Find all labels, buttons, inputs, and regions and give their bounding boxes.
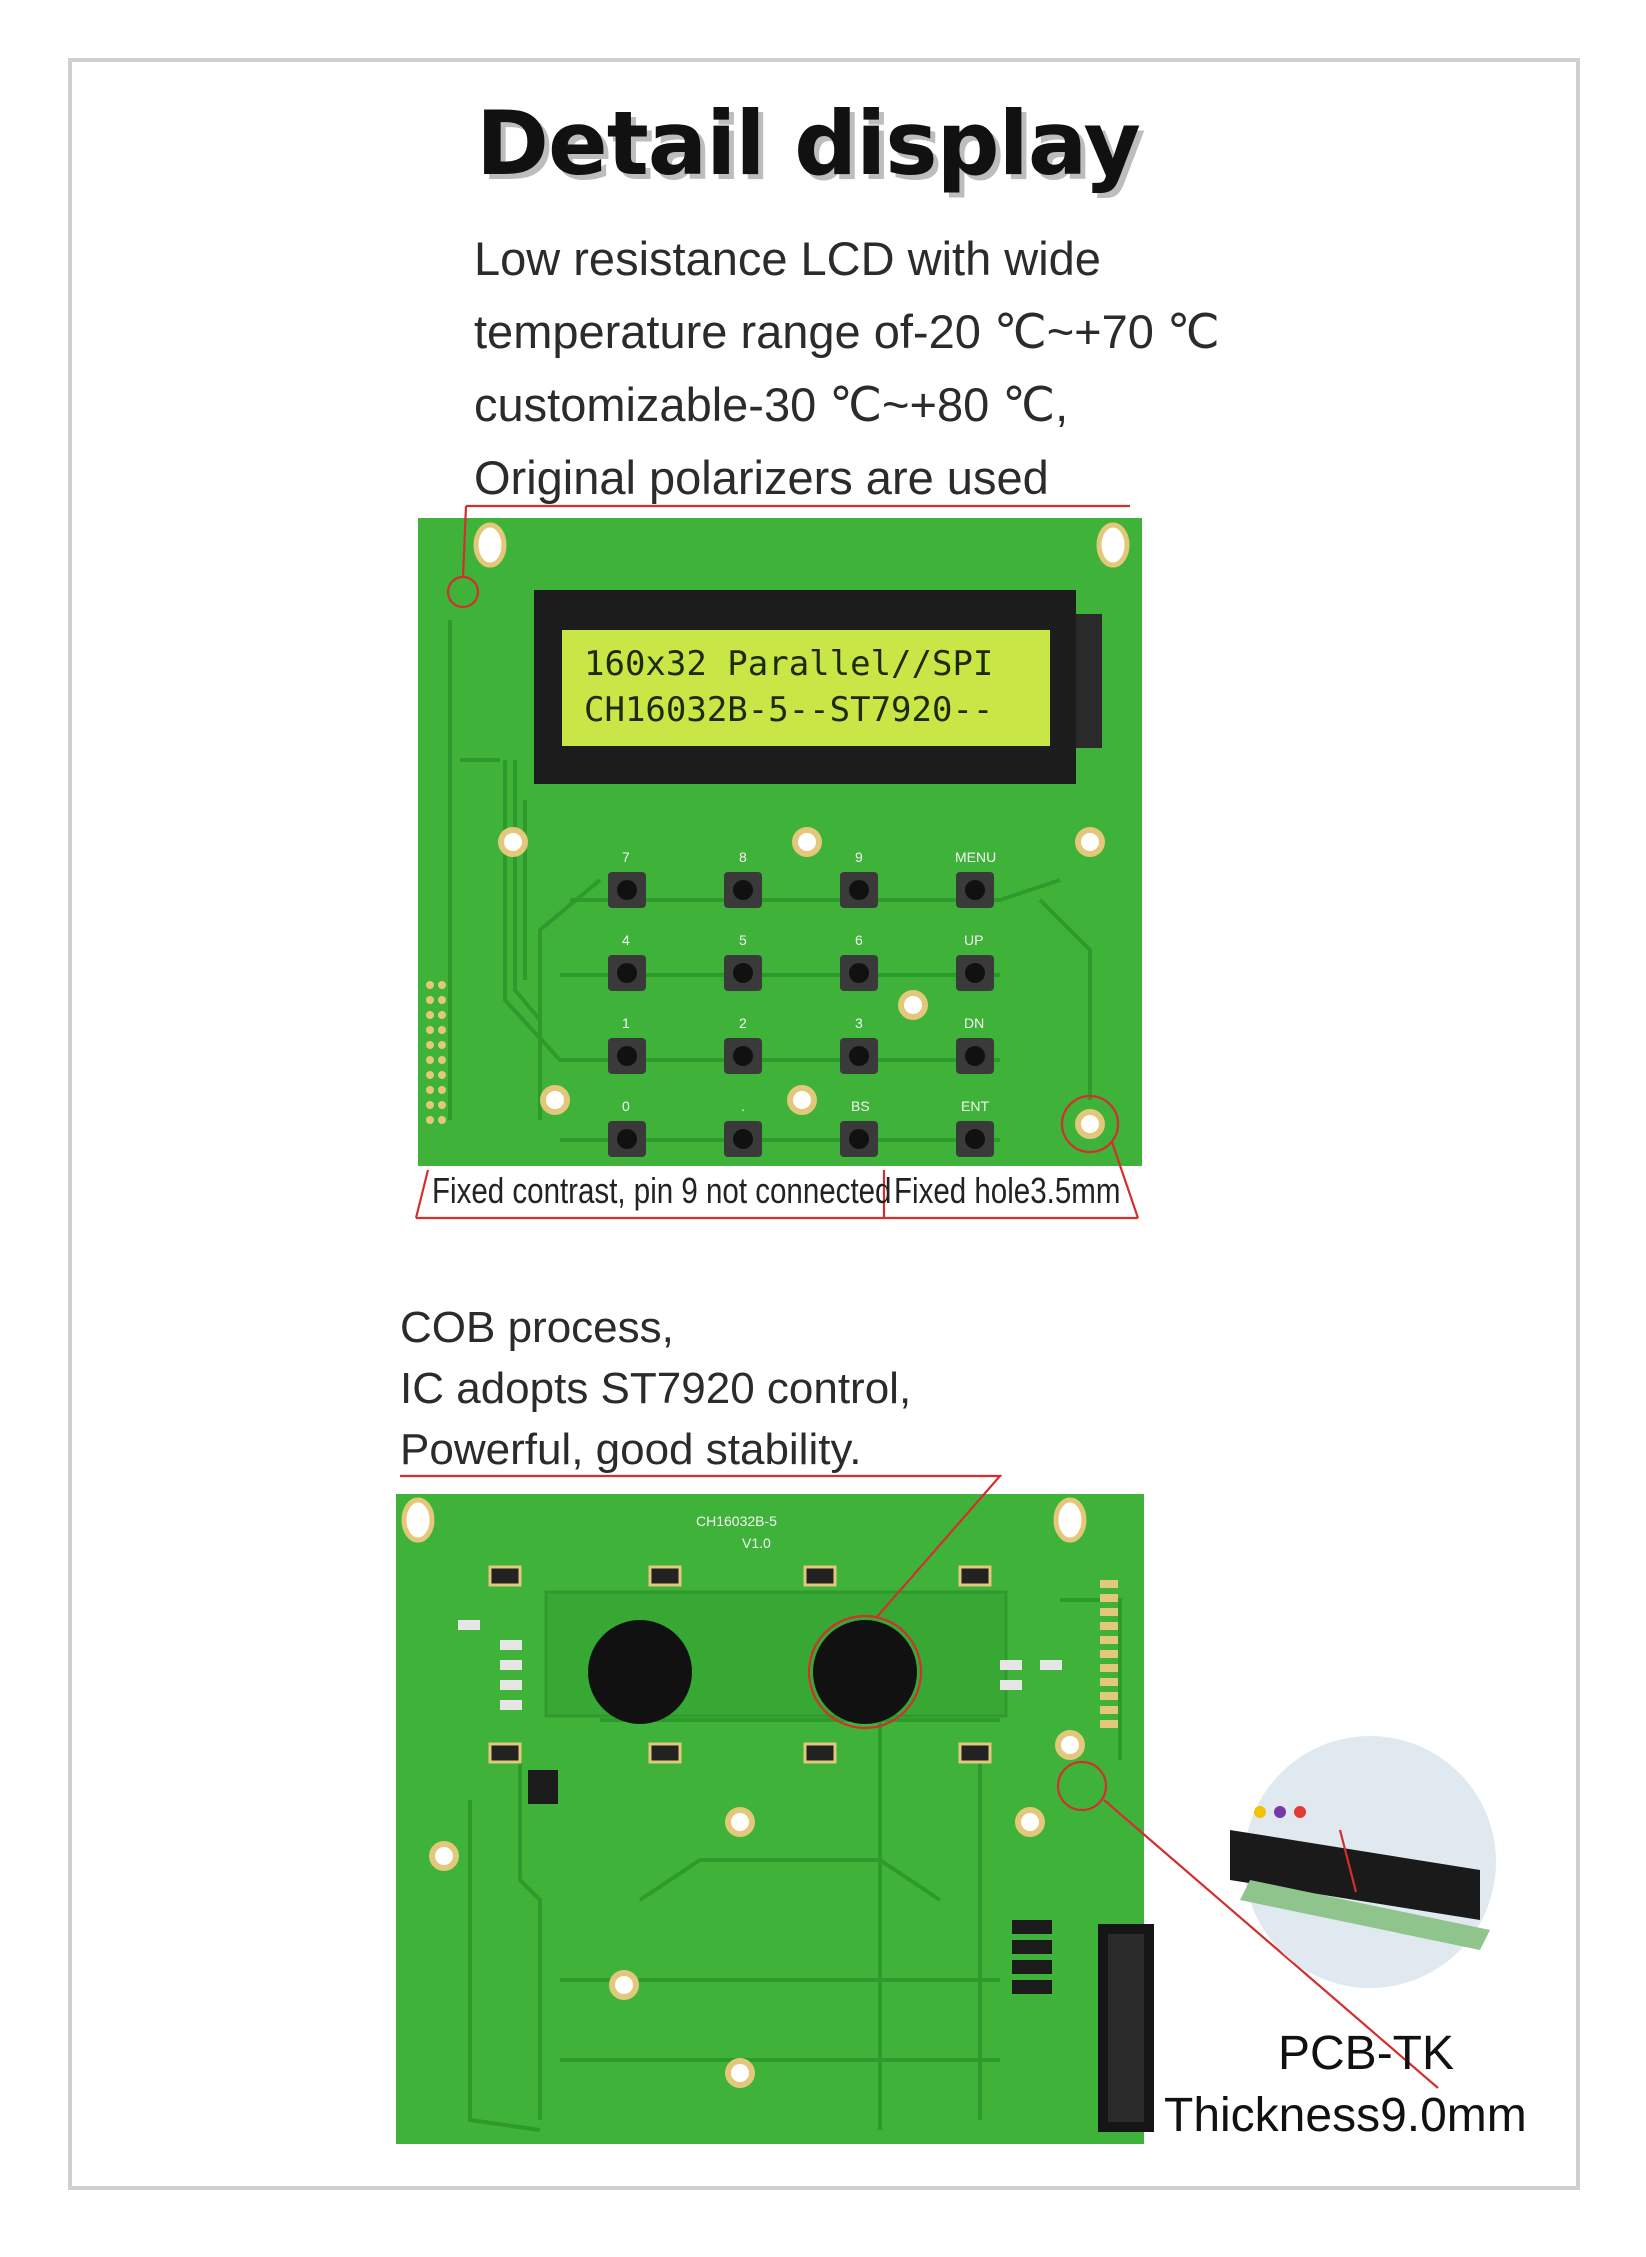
key-label: ENT (961, 1098, 989, 1114)
key-label: 5 (739, 932, 747, 948)
key-5: 5 (724, 932, 762, 991)
board-model: CH16032B-5 (696, 1513, 777, 1529)
key-label: BS (851, 1098, 870, 1114)
page-title: Detail display (476, 92, 1141, 195)
key-label: MENU (955, 849, 996, 865)
callout-lines-front (414, 504, 1140, 1220)
key-6: 6 (840, 932, 878, 991)
bottom-description-line: COB process, (400, 1303, 674, 1352)
key-4: 4 (608, 932, 646, 991)
lcd-line-1: 160x32 Parallel//SPI (584, 644, 993, 684)
key-2: 2 (724, 1015, 762, 1074)
bottom-description: COB process, IC adopts ST7920 control, P… (400, 1297, 911, 1480)
key-label: . (741, 1098, 745, 1114)
callout-hole: Fixed hole3.5mm (894, 1170, 1121, 1211)
key-7: 7 (608, 849, 646, 908)
key-label: 8 (739, 849, 747, 865)
box-header (1098, 1924, 1154, 2132)
cob-chip (588, 1620, 692, 1724)
key-label: 0 (622, 1098, 630, 1114)
key-menu: MENU (955, 849, 996, 908)
front-pcb: 160x32 Parallel//SPI CH16032B-5--ST7920-… (414, 504, 1142, 1220)
key-dn: DN (956, 1015, 994, 1074)
bottom-description-line: Powerful, good stability. (400, 1425, 862, 1474)
key-up: UP (956, 932, 994, 991)
top-description-line: Low resistance LCD with wide (474, 232, 1101, 285)
key-0: 0 (608, 1098, 646, 1157)
top-description: Low resistance LCD with wide temperature… (474, 222, 1220, 514)
key-label: 2 (739, 1015, 747, 1031)
key-9: 9 (840, 849, 878, 908)
lcd-module: 160x32 Parallel//SPI CH16032B-5--ST7920-… (534, 590, 1102, 784)
back-pcb: CH16032B-5 V1.0 (396, 1474, 1439, 2144)
top-description-line: customizable-30 ℃~+80 ℃, (474, 378, 1069, 431)
board-version: V1.0 (742, 1535, 771, 1551)
key-label: 9 (855, 849, 863, 865)
key-bs: BS (840, 1098, 878, 1157)
key-1: 1 (608, 1015, 646, 1074)
key-8: 8 (724, 849, 762, 908)
mounting-hole (401, 1497, 1087, 2088)
top-description-line: temperature range of-20 ℃~+70 ℃ (474, 305, 1220, 358)
page-frame (68, 58, 1580, 2190)
key-label: 7 (622, 849, 630, 865)
key-dot: . (724, 1098, 762, 1157)
pcb-thickness-inset (1230, 1736, 1496, 1988)
cob-chip (813, 1620, 917, 1724)
bottom-description-line: IC adopts ST7920 control, (400, 1364, 912, 1413)
key-3: 3 (840, 1015, 878, 1074)
pcb-thickness-label: Thickness9.0mm (1164, 2089, 1527, 2142)
key-label: 1 (622, 1015, 630, 1031)
keypad: 7 8 9 MENU 4 5 6 UP 1 2 3 DN 0 . BS ENT (608, 849, 996, 1157)
callout-contrast: Fixed contrast, pin 9 not connected (432, 1170, 892, 1211)
key-label: DN (964, 1015, 984, 1031)
top-description-line: Original polarizers are used (474, 451, 1049, 504)
key-ent: ENT (956, 1098, 994, 1157)
key-label: 4 (622, 932, 630, 948)
pin-header (426, 981, 446, 1124)
key-label: 6 (855, 932, 863, 948)
mounting-hole (473, 522, 1130, 1139)
key-label: 3 (855, 1015, 863, 1031)
regulator-chip (528, 1770, 558, 1804)
lcd-line-2: CH16032B-5--ST7920-- (584, 690, 993, 730)
key-label: UP (964, 932, 983, 948)
pcb-label: PCB-TK (1278, 2027, 1455, 2080)
